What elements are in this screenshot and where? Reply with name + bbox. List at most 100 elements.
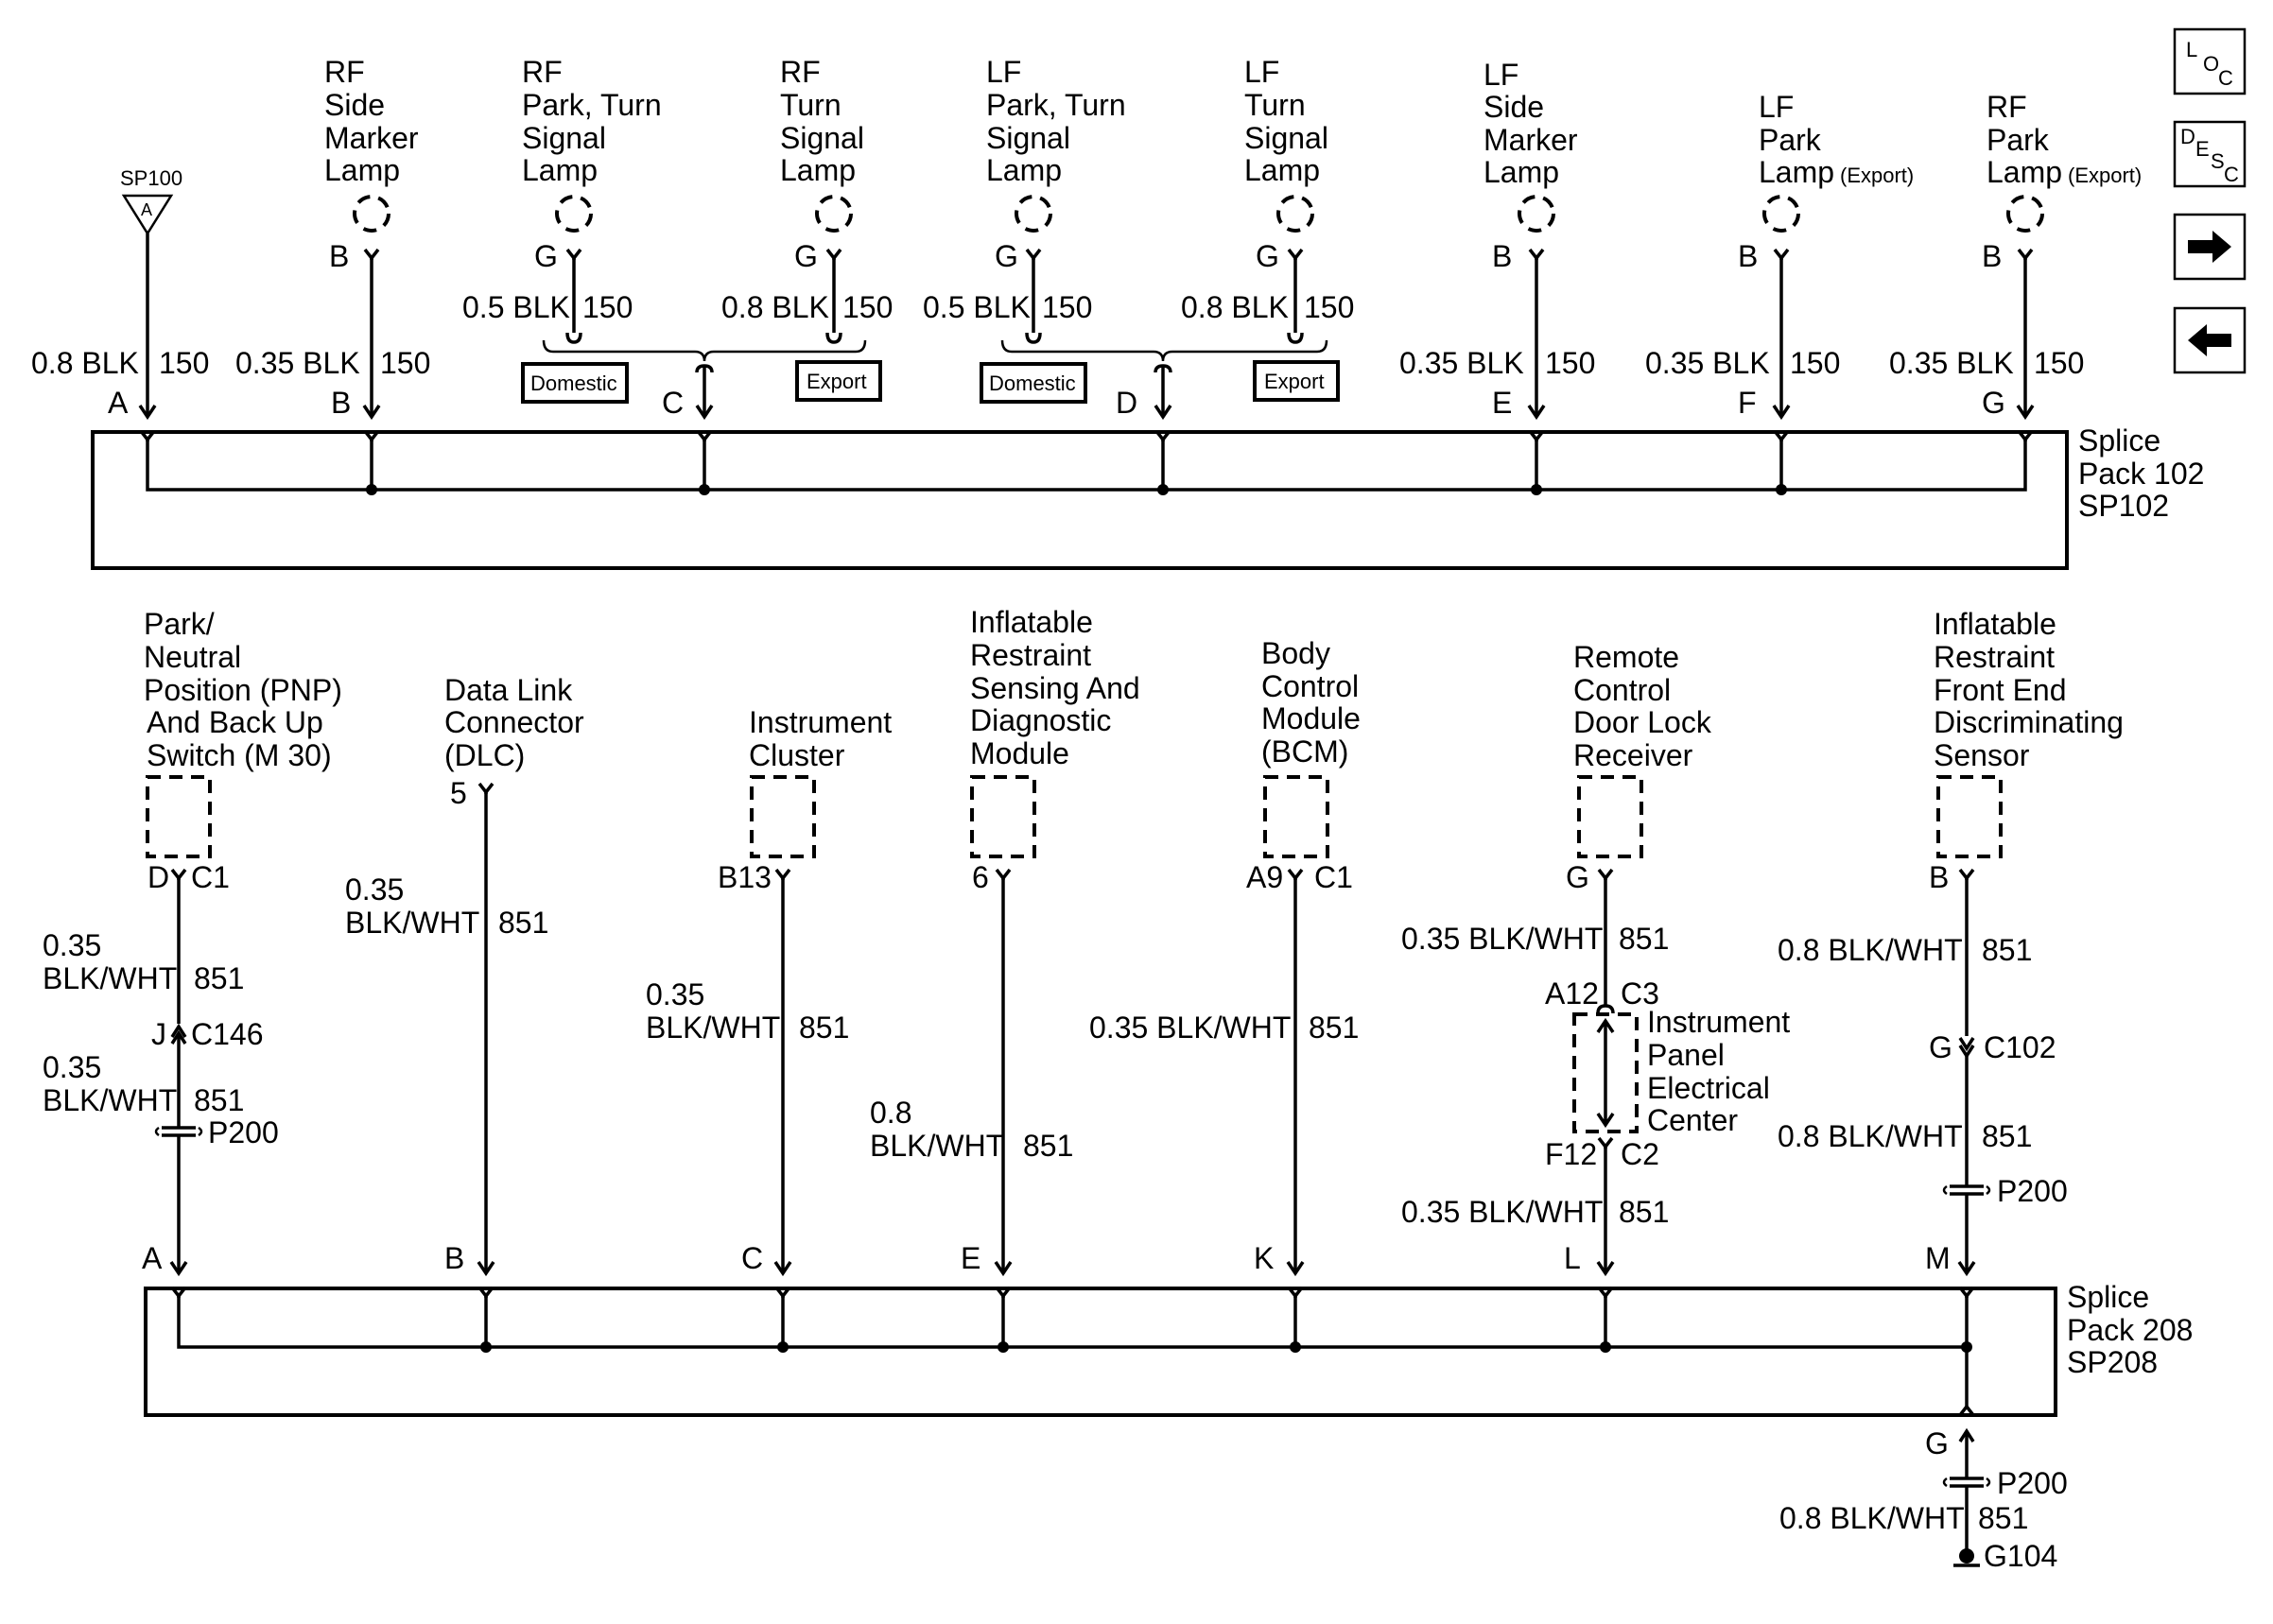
svg-text:L: L <box>1564 1241 1581 1275</box>
top-wire-labels: 0.8 BLK 150 0.35 BLK 150 0.5 BLK 150 0.8… <box>31 290 2084 380</box>
top-component-lf-side-marker: LF Side Marker Lamp <box>1484 58 1578 189</box>
svg-text:Turn: Turn <box>780 88 842 122</box>
svg-text:Marker: Marker <box>324 121 419 155</box>
svg-text:0.35: 0.35 <box>43 1050 101 1084</box>
svg-text:B: B <box>1738 239 1758 273</box>
ipec-label: Instrument Panel Electrical Center <box>1647 1005 1790 1137</box>
svg-text:Park: Park <box>1987 123 2050 157</box>
svg-text:Park: Park <box>1759 123 1822 157</box>
sp100-label: SP100 <box>120 166 182 190</box>
lamp-icon <box>353 195 390 233</box>
svg-text:A9: A9 <box>1246 860 1283 894</box>
svg-text:150: 150 <box>2034 346 2084 380</box>
connector-labels: J C146 P200 A12 C3 F12 C2 G C102 P200 <box>151 976 2068 1208</box>
desc-button[interactable]: D E S C <box>2173 120 2247 188</box>
svg-text:And Back Up: And Back Up <box>147 705 323 739</box>
svg-text:0.35: 0.35 <box>43 928 101 962</box>
component-boxes <box>146 775 2003 858</box>
svg-text:150: 150 <box>582 290 633 324</box>
svg-text:A: A <box>142 1241 163 1275</box>
svg-text:M: M <box>1925 1241 1951 1275</box>
lamp-icon <box>1015 195 1052 233</box>
prev-page-button[interactable] <box>2173 306 2247 374</box>
svg-text:Module: Module <box>1261 701 1361 735</box>
svg-text:0.35: 0.35 <box>646 977 704 1011</box>
top-component-rf-side-marker: RF Side Marker Lamp <box>324 55 419 187</box>
svg-text:150: 150 <box>380 346 430 380</box>
svg-text:Restraint: Restraint <box>1934 640 2055 674</box>
svg-text:P200: P200 <box>1997 1466 2068 1500</box>
svg-text:LF: LF <box>1484 58 1518 92</box>
svg-text:Domestic: Domestic <box>989 371 1076 395</box>
svg-text:SP208: SP208 <box>2067 1345 2158 1379</box>
svg-text:Inflatable: Inflatable <box>970 605 1093 639</box>
svg-text:G: G <box>1925 1426 1949 1460</box>
svg-text:F12: F12 <box>1545 1137 1597 1171</box>
svg-text:0.8 BLK/WHT: 0.8 BLK/WHT <box>1778 933 1963 967</box>
svg-text:B: B <box>1492 239 1512 273</box>
svg-text:Door Lock: Door Lock <box>1573 705 1712 739</box>
svg-text:Sensing And: Sensing And <box>970 671 1140 705</box>
svg-text:851: 851 <box>1619 1195 1669 1229</box>
svg-text:B: B <box>329 239 349 273</box>
svg-text:Lamp: Lamp <box>1759 155 1834 189</box>
svg-text:0.35: 0.35 <box>345 872 404 907</box>
option-domestic-lf: Domestic <box>980 362 1087 404</box>
svg-text:851: 851 <box>1982 1119 2032 1153</box>
svg-text:Module: Module <box>970 736 1069 770</box>
ipec-box <box>1572 1012 1639 1133</box>
svg-text:Switch (M 30): Switch (M 30) <box>147 738 332 772</box>
arrow-right-icon <box>2188 231 2231 263</box>
svg-text:Lamp: Lamp <box>1244 153 1320 187</box>
svg-text:C3: C3 <box>1621 976 1659 1011</box>
loc-button[interactable]: L O C <box>2173 27 2247 95</box>
ground-label: G104 <box>1984 1539 2057 1573</box>
svg-text:RF: RF <box>780 55 821 89</box>
svg-text:Splice: Splice <box>2067 1280 2149 1314</box>
svg-text:Pack 102: Pack 102 <box>2078 457 2204 491</box>
svg-text:851: 851 <box>194 1083 244 1117</box>
svg-text:(BCM): (BCM) <box>1261 734 1348 769</box>
svg-text:(DLC): (DLC) <box>444 738 525 772</box>
bottom-component-front-end-sensor: Inflatable Restraint Front End Discrimin… <box>1934 607 2124 772</box>
svg-text:Lamp: Lamp <box>986 153 1062 187</box>
top-component-lf-turn: LF Turn Signal Lamp <box>1244 55 1328 187</box>
svg-text:F: F <box>1738 386 1757 420</box>
svg-text:0.35 BLK: 0.35 BLK <box>1645 346 1770 380</box>
svg-text:Instrument: Instrument <box>749 705 892 739</box>
svg-text:Panel: Panel <box>1647 1038 1725 1072</box>
svg-text:Sensor: Sensor <box>1934 738 2030 772</box>
lamp-symbols <box>353 195 2044 233</box>
svg-text:150: 150 <box>1042 290 1092 324</box>
option-domestic-rf: Domestic <box>521 362 629 404</box>
svg-text:851: 851 <box>1978 1501 2028 1535</box>
top-wires <box>362 248 2035 419</box>
svg-text:Export: Export <box>807 370 867 393</box>
arrow-left-icon <box>2188 324 2231 356</box>
svg-text:Electrical: Electrical <box>1647 1071 1770 1105</box>
svg-text:5: 5 <box>450 776 467 810</box>
next-page-button[interactable] <box>2173 213 2247 281</box>
svg-text:G: G <box>1256 239 1279 273</box>
svg-text:Park, Turn: Park, Turn <box>986 88 1126 122</box>
svg-text:Control: Control <box>1261 669 1359 703</box>
lamp-icon <box>555 195 593 233</box>
svg-text:G: G <box>1982 386 2005 420</box>
svg-text:J: J <box>151 1017 166 1051</box>
svg-text:Front End: Front End <box>1934 673 2067 707</box>
svg-text:0.35 BLK/WHT: 0.35 BLK/WHT <box>1401 1195 1603 1229</box>
bottom-wire-labels: 0.35 BLK/WHT 851 0.35 BLK/WHT 851 0.35 B… <box>43 872 2032 1535</box>
svg-text:B13: B13 <box>718 860 772 894</box>
svg-text:0.35 BLK: 0.35 BLK <box>1399 346 1524 380</box>
bcm-box <box>1263 775 1329 858</box>
svg-text:0.5 BLK: 0.5 BLK <box>462 290 570 324</box>
svg-text:Instrument: Instrument <box>1647 1005 1790 1039</box>
svg-text:0.8 BLK/WHT: 0.8 BLK/WHT <box>1779 1501 1965 1535</box>
svg-text:0.35 BLK: 0.35 BLK <box>235 346 360 380</box>
loc-c-letter: C <box>2218 66 2233 90</box>
svg-text:G: G <box>995 239 1018 273</box>
svg-text:Lamp: Lamp <box>1484 155 1559 189</box>
pnp-switch-box <box>146 775 212 858</box>
svg-text:0.35 BLK/WHT: 0.35 BLK/WHT <box>1089 1011 1291 1045</box>
bottom-component-instrument-cluster: Instrument Cluster <box>749 705 892 772</box>
